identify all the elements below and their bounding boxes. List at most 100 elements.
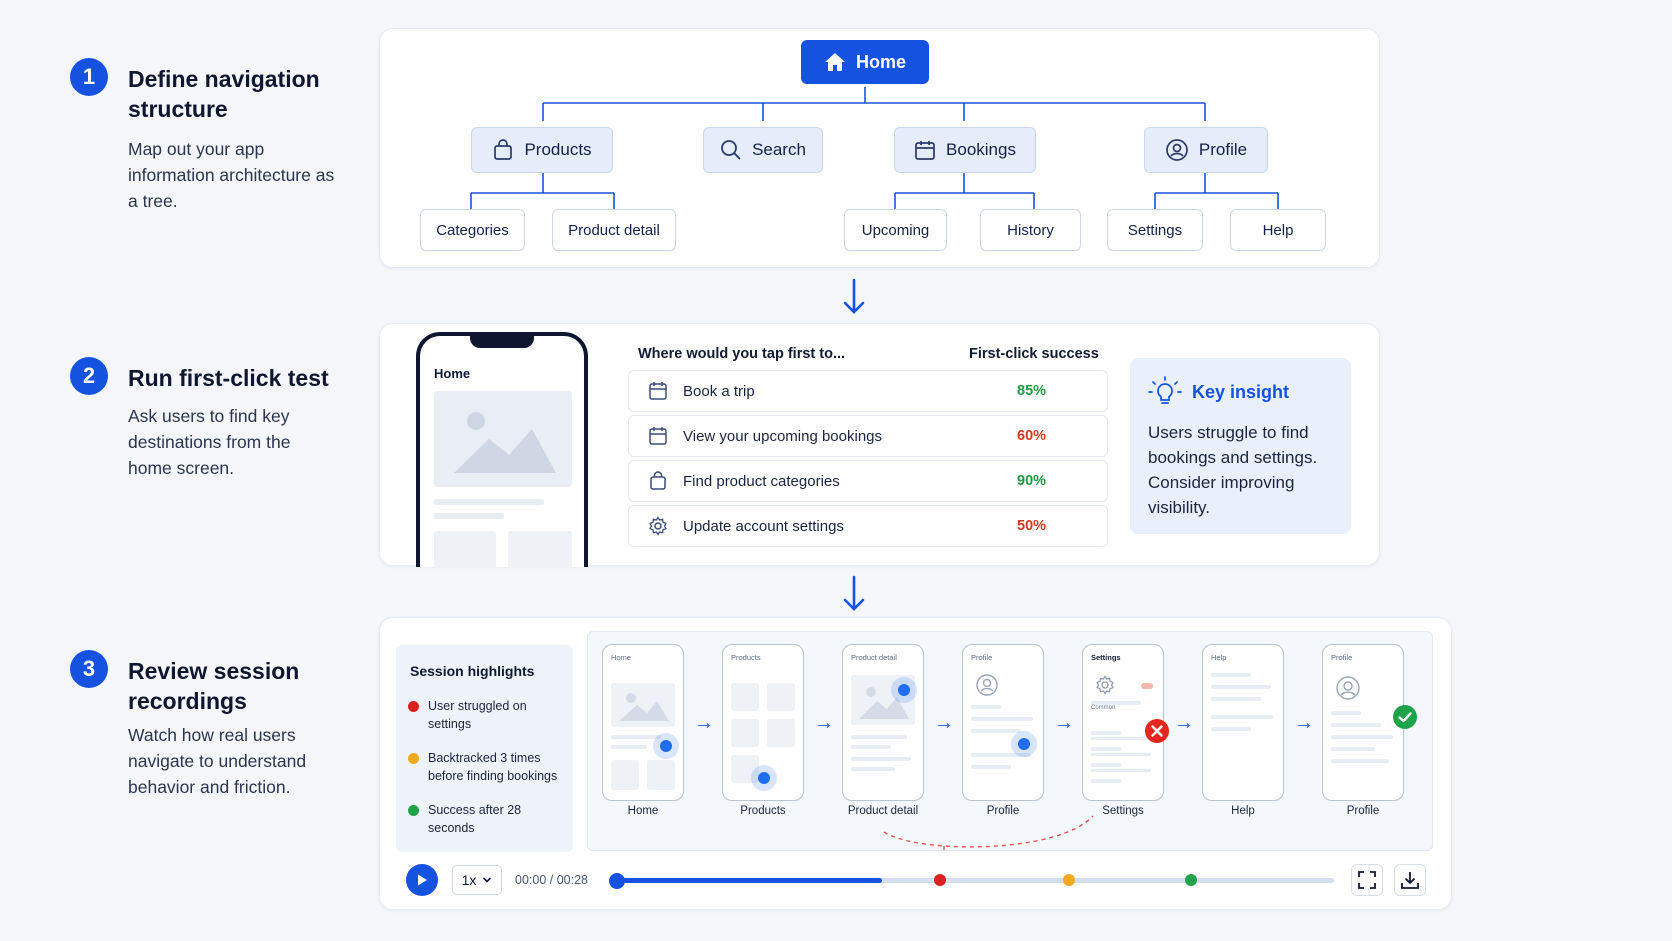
playback-time: 00:00 / 00:28: [515, 873, 588, 887]
tree-node-label: Product detail: [568, 221, 660, 239]
error-icon: [1145, 719, 1169, 743]
question-header: Where would you tap first to...: [638, 346, 846, 362]
test-row[interactable]: Book a trip 85%: [628, 370, 1108, 412]
recording-frame[interactable]: Help: [1202, 644, 1284, 801]
frame-caption: Home: [627, 805, 659, 817]
play-button[interactable]: [406, 864, 438, 896]
tree-node-label: Help: [1262, 221, 1294, 239]
speed-value: 1x: [461, 872, 477, 888]
download-icon: [1401, 872, 1419, 889]
recording-frame[interactable]: Products: [722, 644, 804, 801]
arrow-down-icon: [843, 575, 865, 611]
test-row-success: 50%: [1017, 518, 1047, 534]
highlight-text: User struggled on settings: [428, 699, 527, 731]
event-marker[interactable]: [933, 874, 946, 886]
frame-title: Home: [611, 653, 632, 662]
tree-node-bookings[interactable]: Bookings: [894, 127, 1036, 173]
step-title: Run first-click test: [128, 365, 329, 391]
tree-node-profile[interactable]: Profile: [1144, 127, 1268, 173]
tree-node-label: Products: [524, 140, 592, 159]
success-check-icon: [1393, 705, 1417, 729]
playback-progress: [617, 878, 883, 883]
frame-caption: Product detail: [847, 805, 919, 817]
fullscreen-icon: [1358, 871, 1376, 889]
tap-indicator: [751, 765, 777, 791]
status-dot: [408, 753, 419, 764]
test-row-success: 90%: [1017, 473, 1047, 489]
tree-node-upcoming[interactable]: Upcoming: [844, 209, 947, 251]
settings-item-label: Common: [1091, 705, 1116, 711]
user-circle-icon: [976, 674, 998, 696]
highlight-item: User struggled on settings: [408, 697, 568, 733]
arrow-right-icon: →: [1054, 712, 1074, 734]
recording-frame[interactable]: Profile: [1322, 644, 1404, 801]
frame-title: Profile: [1331, 653, 1353, 662]
test-row[interactable]: View your upcoming bookings 60%: [628, 415, 1108, 457]
tree-node-settings[interactable]: Settings: [1107, 209, 1203, 251]
arrow-right-icon: →: [1294, 712, 1314, 734]
toggle-switch: [1141, 683, 1153, 689]
tree-node-categories[interactable]: Categories: [420, 209, 525, 251]
highlight-item: Backtracked 3 times before finding booki…: [408, 749, 568, 785]
tree-node-help[interactable]: Help: [1230, 209, 1326, 251]
frame-title: Product detail: [851, 653, 897, 662]
tree-node-product-detail[interactable]: Product detail: [552, 209, 676, 251]
phone-mockup: Home: [416, 332, 588, 567]
recording-frame[interactable]: Profile: [962, 644, 1044, 801]
tree-node-products[interactable]: Products: [471, 127, 613, 173]
success-header: First-click success: [969, 346, 1099, 362]
step-title: Review session recordings: [128, 658, 300, 714]
key-insight-panel: Key insight Users struggle to find booki…: [1130, 358, 1351, 534]
tap-indicator: [1011, 731, 1037, 757]
image-icon: [619, 693, 669, 721]
fullscreen-button[interactable]: [1351, 864, 1383, 896]
arrow-right-icon: →: [1174, 712, 1194, 734]
event-marker[interactable]: [1062, 874, 1075, 886]
calendar-icon: [915, 141, 935, 160]
arrow-right-icon: →: [814, 712, 834, 734]
image-icon: [454, 412, 556, 473]
recording-frame[interactable]: Product detail: [842, 644, 924, 801]
tree-node-home[interactable]: Home: [801, 40, 929, 84]
test-row[interactable]: Find product categories 90%: [628, 460, 1108, 502]
home-icon: [824, 53, 845, 71]
tree-node-label: Home: [855, 51, 906, 72]
download-button[interactable]: [1394, 864, 1426, 896]
step-description: Map out your app information architectur…: [128, 139, 335, 211]
test-row[interactable]: Update account settings 50%: [628, 505, 1108, 547]
shopping-bag-icon: [494, 139, 513, 160]
event-marker[interactable]: [1184, 874, 1197, 886]
recording-frame[interactable]: Home: [602, 644, 684, 801]
navigation-tree-card: Home Products Search Bookings Profile Ca…: [379, 28, 1380, 268]
play-icon: [418, 874, 427, 886]
step-description: Watch how real users navigate to underst…: [128, 725, 307, 797]
highlight-text: Success after 28 seconds: [428, 803, 522, 835]
frame-title: Settings: [1091, 653, 1121, 662]
tree-node-label: Settings: [1127, 221, 1183, 239]
gear-icon: [1096, 675, 1114, 695]
gear-icon: [647, 515, 669, 537]
frame-caption: Profile: [1346, 805, 1380, 817]
playback-timeline[interactable]: [617, 878, 1334, 883]
tree-node-history[interactable]: History: [980, 209, 1081, 251]
frame-caption: Settings: [1102, 805, 1144, 817]
frame-title: Products: [731, 653, 761, 662]
playback-scrubber[interactable]: [609, 873, 625, 889]
tap-indicator: [653, 733, 679, 759]
test-row-label: Book a trip: [683, 382, 755, 400]
test-row-label: Find product categories: [683, 472, 840, 490]
insight-title: Key insight: [1192, 382, 1290, 402]
user-circle-icon: [1336, 676, 1360, 700]
session-highlights-panel: Session highlights User struggled on set…: [396, 645, 573, 852]
frame-caption: Products: [740, 805, 786, 817]
recording-filmstrip: Home Home → Products Products → Product …: [587, 631, 1433, 852]
step-title: Define navigation structure: [128, 66, 320, 122]
highlight-text: Backtracked 3 times before finding booki…: [428, 751, 558, 783]
test-row-success: 85%: [1017, 383, 1047, 399]
status-dot: [408, 805, 419, 816]
playback-speed-select[interactable]: 1x: [452, 865, 502, 895]
backtrack-path: [883, 815, 1094, 852]
phone-screen-title: Home: [434, 366, 471, 381]
phone-notch: [470, 336, 534, 348]
tree-node-search[interactable]: Search: [703, 127, 823, 173]
